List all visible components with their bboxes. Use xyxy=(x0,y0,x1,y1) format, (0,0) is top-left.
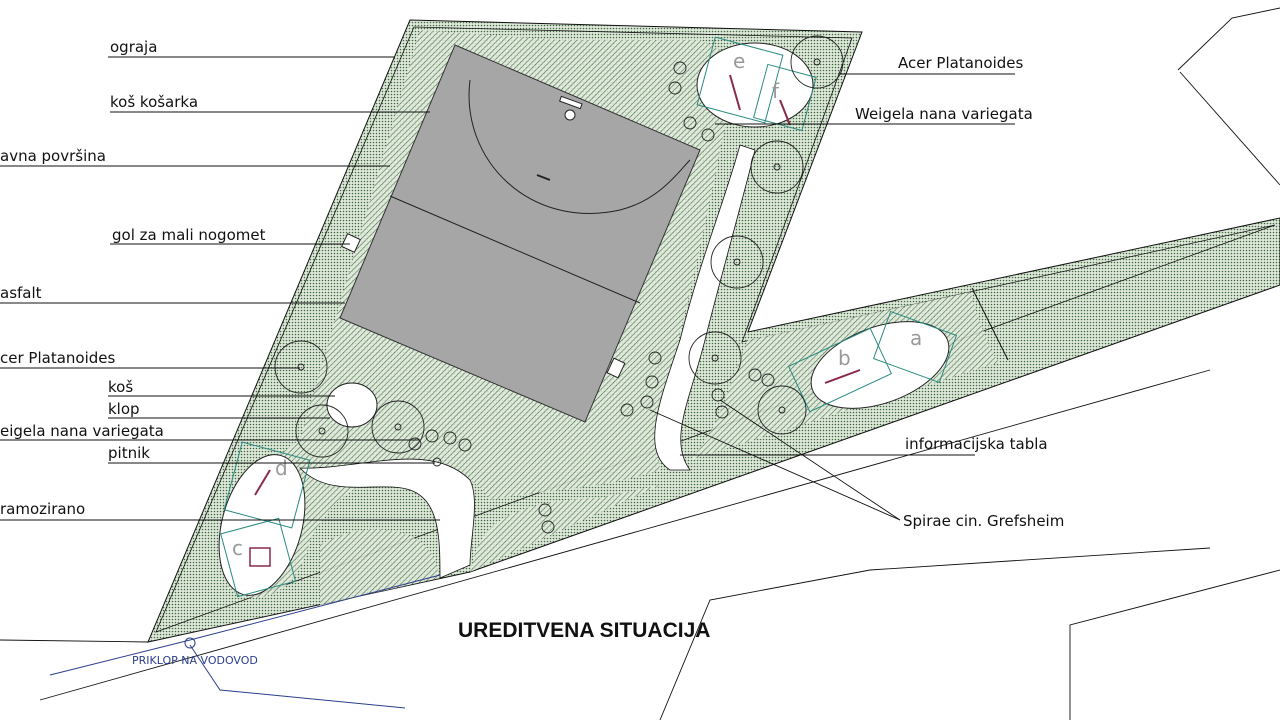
drawing-title: UREDITVENA SITUACIJA xyxy=(458,619,710,642)
footpath xyxy=(654,144,756,471)
court-midline xyxy=(389,195,641,304)
basketball-hoop-icon xyxy=(558,95,583,110)
svg-text:c: c xyxy=(232,536,243,560)
fence-inner xyxy=(155,26,1276,633)
label-ograja: ograja xyxy=(110,38,157,56)
bench-area xyxy=(326,382,378,428)
label-povrsina: avna površina xyxy=(0,147,106,165)
label-pitnik: pitnik xyxy=(108,444,150,462)
road-lines xyxy=(0,7,1280,720)
court-center-mark xyxy=(536,174,551,181)
green-area-bottom2 xyxy=(470,485,660,572)
label-acer-left: cer Platanoides xyxy=(0,349,115,367)
label-weigela-left: eigela nana variegata xyxy=(0,422,164,440)
label-acer-right: Acer Platanoides xyxy=(898,54,1023,72)
svg-text:a: a xyxy=(910,326,922,350)
label-spirae: Spirae cin. Grefsheim xyxy=(903,512,1064,530)
svg-text:f: f xyxy=(772,79,780,103)
svg-text:d: d xyxy=(275,456,288,480)
goal-icon xyxy=(341,233,361,253)
label-kos: koš xyxy=(108,378,133,396)
label-gol: gol za mali nogomet xyxy=(112,226,266,244)
label-klop: klop xyxy=(108,400,140,418)
play-equipment xyxy=(220,36,958,598)
water-line xyxy=(49,574,441,709)
label-asfalt: asfalt xyxy=(0,284,42,302)
label-water-connection: PRIKLOP NA VODOVOD xyxy=(132,654,258,667)
label-weigela-right: Weigela nana variegata xyxy=(855,105,1033,123)
goal-icon-2 xyxy=(606,357,626,379)
sports-court xyxy=(339,44,701,423)
label-informacijska-tabla: informacijska tabla xyxy=(905,435,1048,453)
svg-text:b: b xyxy=(838,346,851,370)
tree-symbols xyxy=(274,35,844,534)
zone-letters: e f a b c d xyxy=(232,49,922,560)
play-area-e-f xyxy=(696,42,814,128)
footpath-lower xyxy=(299,458,475,579)
divider-line xyxy=(971,287,1009,361)
basketball-hoop-ring xyxy=(564,109,576,121)
play-area-c-d xyxy=(218,454,306,596)
green-area-bottom xyxy=(320,529,440,605)
leader-lines xyxy=(0,56,1015,521)
svg-text:e: e xyxy=(733,49,745,73)
label-kos-kosarka: koš košarka xyxy=(110,93,198,111)
court-three-point-arc xyxy=(468,79,691,214)
play-equipment-marks xyxy=(249,74,861,567)
label-tramozirano: ramozirano xyxy=(0,500,85,518)
